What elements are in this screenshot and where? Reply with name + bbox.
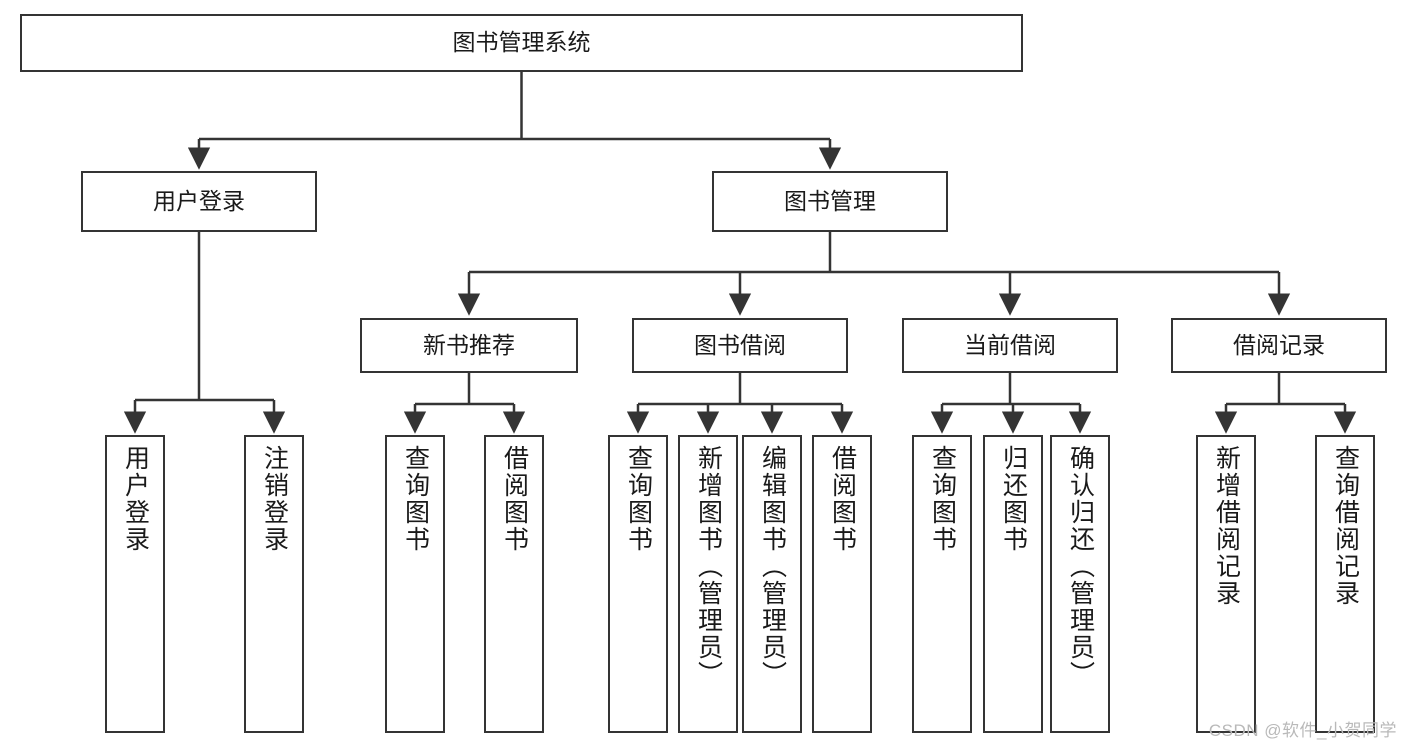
node-leaf-add-book-admin-label: 新增图书（管理员） — [694, 445, 723, 688]
node-leaf-borrow-book-label: 借阅图书 — [828, 445, 857, 553]
node-current-borrow[interactable]: 当前借阅 — [902, 318, 1118, 373]
node-leaf-query-book-recommend-label: 查询图书 — [401, 445, 430, 553]
node-leaf-confirm-return-admin-label: 确认归还（管理员） — [1066, 445, 1095, 688]
node-leaf-borrow-book-recommend[interactable]: 借阅图书 — [484, 435, 544, 733]
node-leaf-user-login-label: 用户登录 — [121, 445, 150, 553]
node-leaf-query-book-current-label: 查询图书 — [928, 445, 957, 553]
node-leaf-edit-book-admin[interactable]: 编辑图书（管理员） — [742, 435, 802, 733]
node-user-login-label: 用户登录 — [153, 187, 245, 214]
node-leaf-add-borrow-record[interactable]: 新增借阅记录 — [1196, 435, 1256, 733]
node-leaf-return-book-label: 归还图书 — [999, 445, 1028, 553]
node-borrow-record-label: 借阅记录 — [1233, 331, 1325, 358]
node-leaf-query-book-borrow-label: 查询图书 — [624, 445, 653, 553]
node-leaf-return-book[interactable]: 归还图书 — [983, 435, 1043, 733]
node-leaf-confirm-return-admin[interactable]: 确认归还（管理员） — [1050, 435, 1110, 733]
node-book-manage-label: 图书管理 — [784, 187, 876, 214]
node-leaf-query-book-borrow[interactable]: 查询图书 — [608, 435, 668, 733]
node-root-label: 图书管理系统 — [452, 29, 591, 56]
watermark: CSDN @软件_小贺同学 — [1208, 721, 1397, 740]
node-leaf-query-borrow-record[interactable]: 查询借阅记录 — [1315, 435, 1375, 733]
node-leaf-user-login[interactable]: 用户登录 — [105, 435, 165, 733]
node-current-borrow-label: 当前借阅 — [964, 331, 1056, 358]
node-leaf-add-book-admin[interactable]: 新增图书（管理员） — [678, 435, 738, 733]
node-new-book-recommend[interactable]: 新书推荐 — [360, 318, 578, 373]
node-book-borrow[interactable]: 图书借阅 — [632, 318, 848, 373]
node-leaf-logout[interactable]: 注销登录 — [244, 435, 304, 733]
node-leaf-logout-label: 注销登录 — [260, 445, 289, 553]
node-leaf-borrow-book[interactable]: 借阅图书 — [812, 435, 872, 733]
node-leaf-query-book-recommend[interactable]: 查询图书 — [385, 435, 445, 733]
node-leaf-add-borrow-record-label: 新增借阅记录 — [1212, 445, 1241, 607]
node-root[interactable]: 图书管理系统 — [20, 14, 1023, 72]
node-borrow-record[interactable]: 借阅记录 — [1171, 318, 1387, 373]
node-leaf-borrow-book-recommend-label: 借阅图书 — [500, 445, 529, 553]
node-book-borrow-label: 图书借阅 — [694, 331, 786, 358]
node-book-manage[interactable]: 图书管理 — [712, 171, 948, 232]
node-leaf-query-borrow-record-label: 查询借阅记录 — [1331, 445, 1360, 607]
node-new-book-recommend-label: 新书推荐 — [423, 331, 515, 358]
node-leaf-edit-book-admin-label: 编辑图书（管理员） — [758, 445, 787, 688]
node-user-login[interactable]: 用户登录 — [81, 171, 317, 232]
node-leaf-query-book-current[interactable]: 查询图书 — [912, 435, 972, 733]
